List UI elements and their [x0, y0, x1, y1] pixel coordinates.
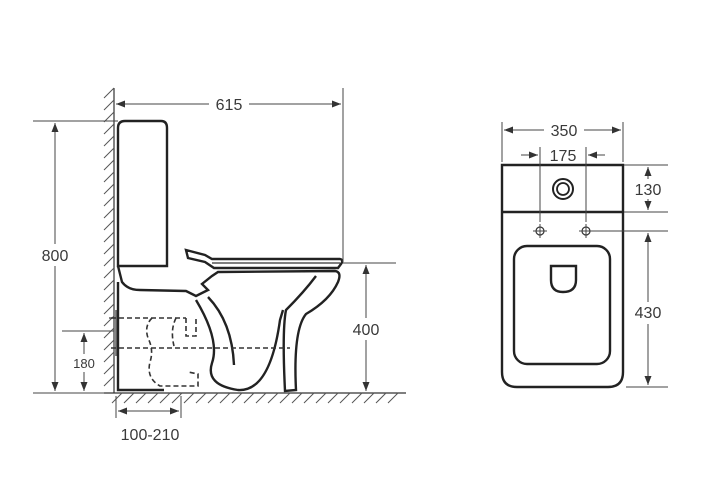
hinge-holes: [533, 224, 593, 238]
trapway: [194, 299, 285, 392]
flush-button-icon: [552, 178, 574, 200]
dim-top-width: 350: [501, 120, 624, 162]
seat-lid: [184, 248, 344, 270]
outlet-pipe: [111, 317, 290, 387]
label-350: 350: [551, 123, 578, 140]
side-view: 615 800 400 180 100-2: [33, 87, 406, 444]
dim-side-length: 615: [116, 88, 344, 262]
label-615: 615: [216, 97, 243, 114]
label-100-210: 100-210: [121, 427, 180, 444]
drain-outline: [549, 264, 578, 294]
label-800: 800: [42, 248, 69, 265]
dim-top-tank-depth: 130: [624, 164, 668, 213]
dim-seat-height: 400: [343, 262, 396, 391]
floor: [104, 392, 406, 404]
dim-inlet-height: 180: [62, 330, 114, 391]
dim-outlet-distance: 100-210: [115, 396, 182, 444]
dim-top-hole-spacing: 175: [521, 147, 605, 222]
wall: [103, 87, 115, 393]
dim-top-bowl-depth: 430: [592, 230, 668, 388]
bowl-rim: [512, 244, 612, 366]
label-175: 175: [550, 148, 577, 165]
bowl-outline: [116, 265, 341, 393]
label-400: 400: [353, 322, 380, 339]
cistern-outline: [116, 119, 169, 268]
label-180: 180: [73, 356, 95, 371]
dim-side-height: 800: [33, 120, 118, 394]
label-130: 130: [635, 182, 662, 199]
top-view: 350 175 130 430: [500, 120, 668, 389]
label-430: 430: [635, 305, 662, 322]
top-outline: [500, 163, 625, 389]
